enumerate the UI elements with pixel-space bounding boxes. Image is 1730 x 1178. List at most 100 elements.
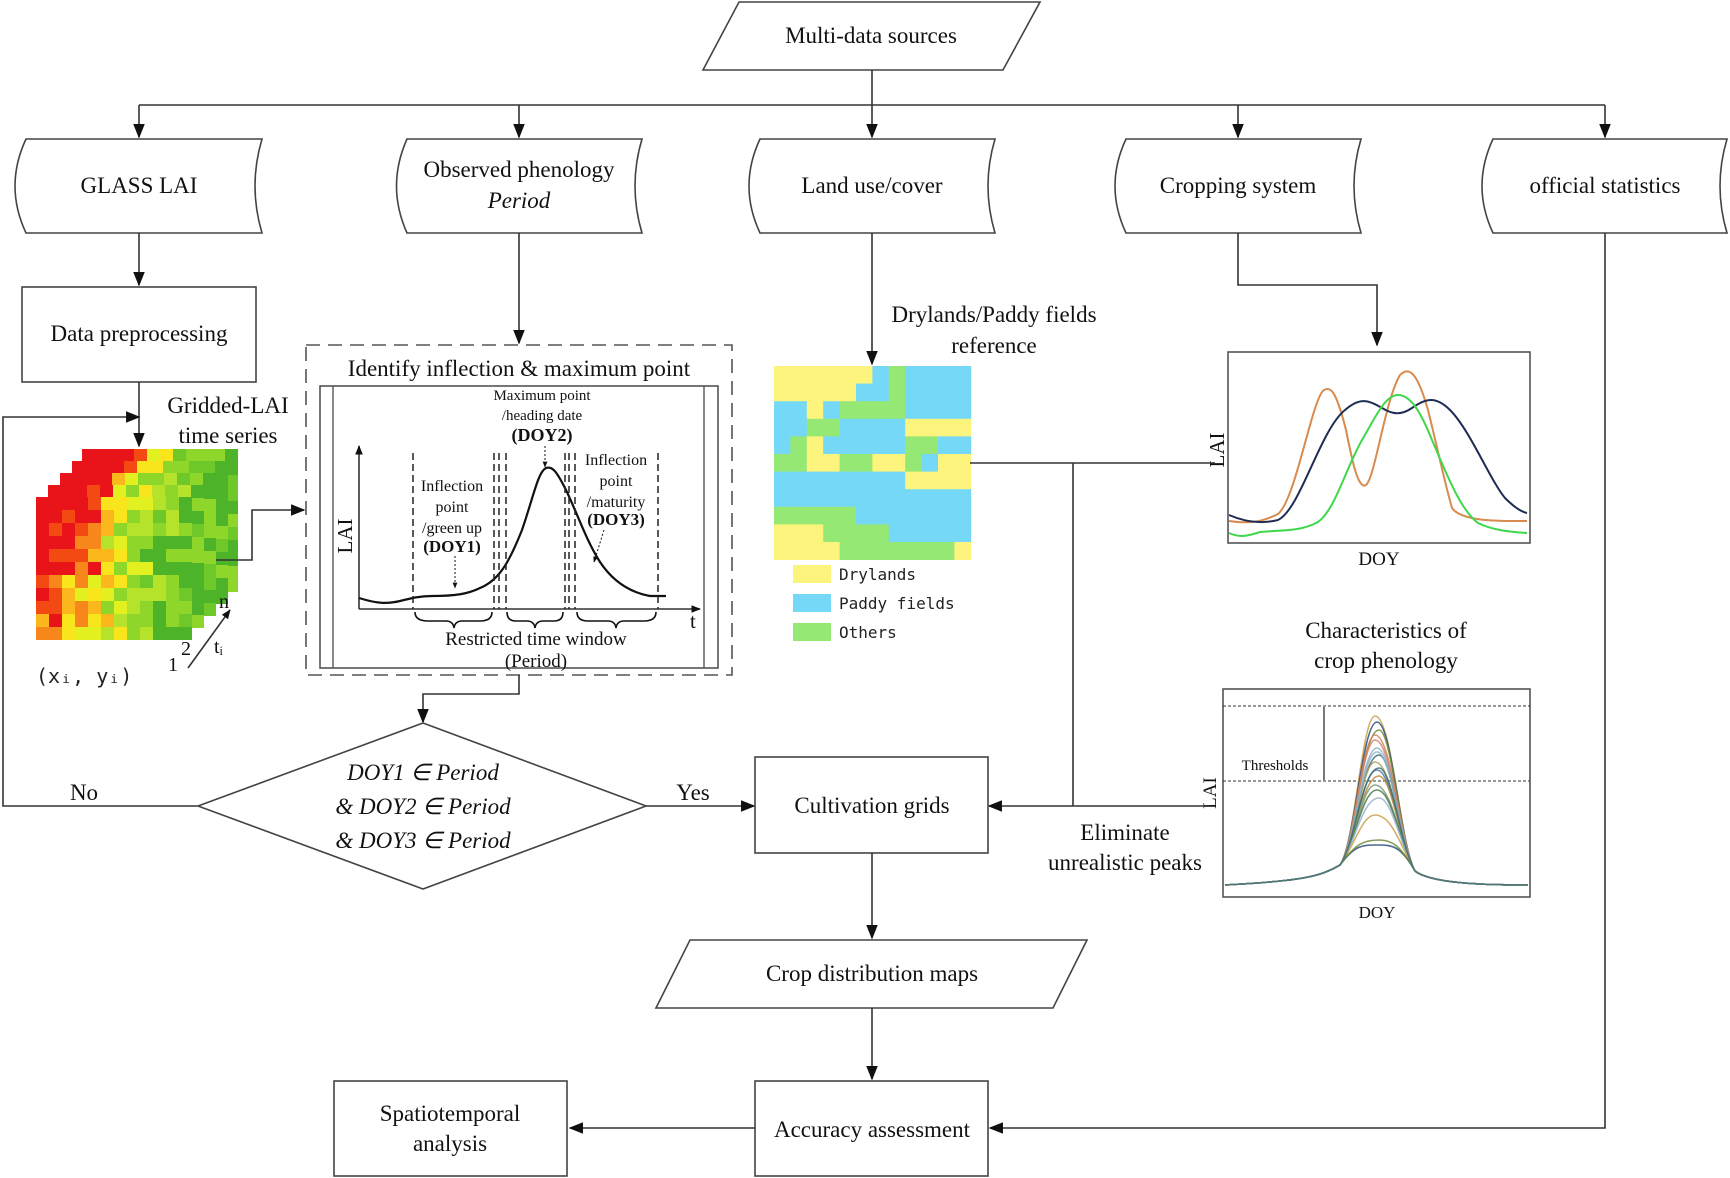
time-axis-2: 2 bbox=[181, 638, 191, 660]
gridded-lai-label-1: Gridded-LAI bbox=[167, 393, 288, 418]
cropping-x-label: DOY bbox=[1358, 549, 1399, 570]
landuse-cell bbox=[872, 489, 890, 508]
lai-cell bbox=[215, 565, 228, 578]
lai-cell bbox=[114, 575, 127, 588]
lai-cell bbox=[114, 601, 127, 614]
lai-cell bbox=[140, 588, 153, 601]
lai-cell bbox=[49, 523, 62, 536]
lai-cell bbox=[191, 563, 204, 576]
inflection-panel-title: Identify inflection & maximum point bbox=[348, 356, 691, 381]
time-axis-n: n bbox=[219, 591, 229, 613]
lai-cell bbox=[75, 588, 88, 601]
lai-cell bbox=[215, 487, 228, 500]
landuse-cell bbox=[921, 401, 939, 420]
official-statistics-node: official statistics bbox=[1481, 138, 1729, 234]
lai-cell bbox=[88, 523, 101, 536]
lai-cell bbox=[179, 510, 192, 523]
spatiotemporal-analysis-node: Spatiotemporal analysis bbox=[333, 1080, 568, 1177]
landuse-cell bbox=[888, 383, 906, 402]
lai-cell bbox=[101, 588, 114, 601]
lai-cell bbox=[140, 523, 153, 536]
phenology-chart: Thresholds LAI DOY bbox=[1200, 688, 1531, 922]
lai-cell bbox=[203, 564, 216, 577]
lai-cell bbox=[147, 449, 160, 462]
lai-cell bbox=[140, 627, 153, 640]
lai-cell bbox=[75, 614, 88, 627]
landuse-cell bbox=[806, 524, 824, 543]
lai-cell bbox=[36, 575, 49, 588]
landuse-cell bbox=[856, 524, 873, 543]
lai-cell bbox=[203, 525, 216, 538]
lai-cell bbox=[75, 523, 88, 536]
inflection1-label-1: Inflection bbox=[421, 478, 483, 495]
lai-cell bbox=[191, 524, 204, 537]
landuse-cell bbox=[839, 366, 857, 384]
lai-cell bbox=[36, 523, 49, 536]
landuse-cell bbox=[823, 489, 840, 508]
landuse-cell bbox=[888, 506, 906, 525]
lai-cell bbox=[111, 461, 124, 474]
lai-cell bbox=[85, 461, 98, 474]
decision-line-1: DOY1 ∈ Period bbox=[346, 760, 499, 785]
no-loop-connector bbox=[2, 411, 198, 807]
lai-cell bbox=[62, 588, 75, 601]
time-axis-arrow bbox=[187, 609, 231, 669]
lai-cell bbox=[101, 614, 114, 627]
lai-cell bbox=[75, 627, 88, 640]
lai-cell bbox=[140, 614, 153, 627]
lai-cell bbox=[101, 627, 114, 640]
landuse-cell bbox=[938, 366, 955, 384]
lai-cell bbox=[101, 497, 114, 510]
decision-line-2: & DOY2 ∈ Period bbox=[335, 794, 511, 819]
landuse-cell bbox=[790, 506, 808, 525]
lai-cell bbox=[225, 540, 238, 553]
landuse-cell bbox=[938, 542, 955, 560]
landuse-cell bbox=[806, 401, 824, 420]
max-label-3: (DOY2) bbox=[512, 425, 573, 446]
landuse-cell bbox=[774, 454, 791, 472]
landuse-cell bbox=[823, 524, 840, 543]
lai-cell bbox=[127, 549, 140, 562]
lai-cell bbox=[101, 562, 114, 575]
window-label-1: Restricted time window bbox=[445, 629, 627, 650]
period-decision: DOY1 ∈ Period & DOY2 ∈ Period & DOY3 ∈ P… bbox=[195, 722, 649, 890]
lai-cell bbox=[153, 588, 166, 601]
lai-cell bbox=[153, 575, 166, 588]
landuse-cell bbox=[839, 471, 857, 490]
source-bus-connectors bbox=[133, 70, 1611, 139]
cultivation-grids-label: Cultivation grids bbox=[794, 793, 949, 818]
landuse-cell bbox=[954, 524, 972, 543]
lai-cell bbox=[62, 562, 75, 575]
lai-cell bbox=[166, 549, 179, 562]
lai-cell bbox=[140, 549, 153, 562]
landuse-cell bbox=[774, 506, 791, 525]
land-use-node: Land use/cover bbox=[748, 138, 997, 234]
lai-cell bbox=[36, 627, 49, 640]
lai-cell bbox=[215, 552, 228, 565]
landuse-cell bbox=[872, 542, 890, 560]
lai-cell bbox=[152, 485, 165, 498]
lai-cell bbox=[164, 473, 177, 486]
lai-cell bbox=[153, 497, 166, 510]
landuse-cell bbox=[872, 366, 890, 384]
landuse-cell bbox=[806, 454, 824, 472]
landuse-cell bbox=[921, 506, 939, 525]
landuse-cell bbox=[921, 418, 939, 437]
lai-cell bbox=[36, 536, 49, 549]
lai-cell bbox=[101, 523, 114, 536]
lai-cell bbox=[127, 510, 140, 523]
lai-cell bbox=[153, 536, 166, 549]
yes-label: Yes bbox=[676, 780, 710, 805]
landuse-cell bbox=[872, 418, 890, 437]
lai-cell bbox=[139, 485, 152, 498]
landuse-cell bbox=[774, 401, 791, 420]
lai-cell bbox=[191, 485, 204, 498]
lai-cell bbox=[166, 575, 179, 588]
lai-cell bbox=[212, 449, 225, 462]
landuse-cell bbox=[856, 542, 873, 560]
lai-cell bbox=[87, 485, 100, 498]
lai-cell bbox=[75, 575, 88, 588]
crop-distribution-maps-label: Crop distribution maps bbox=[766, 961, 978, 986]
lai-cell bbox=[127, 536, 140, 549]
lai-cell bbox=[124, 461, 137, 474]
